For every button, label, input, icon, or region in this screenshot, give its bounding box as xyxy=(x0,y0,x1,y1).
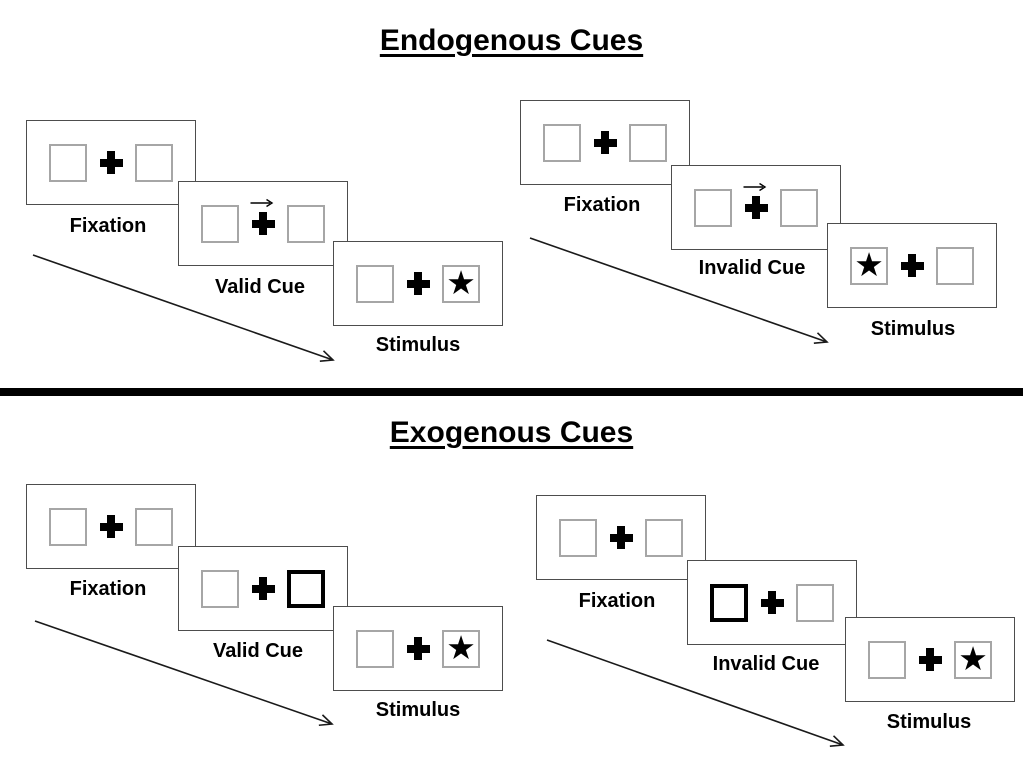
left-box xyxy=(201,204,239,243)
timeline-arrow-icon xyxy=(32,254,335,363)
left-box xyxy=(356,264,394,303)
fixation-cross xyxy=(250,198,276,236)
highlighted-left-box xyxy=(710,583,748,622)
left-box xyxy=(49,143,87,182)
fixation-panel xyxy=(26,484,196,569)
fixation-panel xyxy=(26,120,196,205)
fixation-cross xyxy=(405,637,431,661)
fixation-cross xyxy=(98,151,124,175)
left-box xyxy=(559,518,597,557)
plus-icon xyxy=(900,254,924,277)
stimulus-panel: ★ xyxy=(333,241,503,326)
right-box xyxy=(135,143,173,182)
plus-icon xyxy=(593,131,617,154)
star-icon: ★ xyxy=(446,628,476,667)
section-divider xyxy=(0,388,1023,396)
star-icon: ★ xyxy=(854,245,884,284)
valid-cue-panel xyxy=(178,181,348,266)
right-box: ★ xyxy=(442,263,480,303)
valid-cue-label: Valid Cue xyxy=(214,276,306,298)
plus-icon xyxy=(251,577,275,600)
highlighted-right-box xyxy=(287,569,325,608)
right-box xyxy=(287,204,325,243)
right-box xyxy=(645,518,683,557)
plus-icon xyxy=(99,515,123,538)
fixation-cross xyxy=(743,182,769,220)
stimulus-label: Stimulus xyxy=(375,334,461,356)
fixation-cross xyxy=(608,526,634,550)
star-icon: ★ xyxy=(958,639,988,678)
left-box xyxy=(201,569,239,608)
valid-cue-label: Valid Cue xyxy=(212,640,304,662)
right-box xyxy=(796,583,834,622)
fixation-cross xyxy=(98,515,124,539)
timeline-arrow-icon xyxy=(34,620,334,727)
valid-cue-panel xyxy=(178,546,348,631)
invalid-cue-panel xyxy=(671,165,841,250)
star-icon: ★ xyxy=(446,263,476,302)
stimulus-panel: ★ xyxy=(827,223,997,308)
right-box xyxy=(135,507,173,546)
fixation-label: Fixation xyxy=(69,578,147,600)
invalid-cue-label: Invalid Cue xyxy=(698,257,806,279)
plus-icon xyxy=(744,196,768,219)
plus-icon xyxy=(918,648,942,671)
fixation-label: Fixation xyxy=(563,194,641,216)
right-box xyxy=(936,246,974,285)
timeline-arrow-icon xyxy=(546,639,845,747)
fixation-label: Fixation xyxy=(69,215,147,237)
stimulus-label: Stimulus xyxy=(886,711,972,733)
right-arrow-icon xyxy=(250,198,274,207)
fixation-panel xyxy=(536,495,706,580)
fixation-label: Fixation xyxy=(578,590,656,612)
stimulus-label: Stimulus xyxy=(375,699,461,721)
plus-icon xyxy=(760,591,784,614)
plus-icon xyxy=(251,212,275,235)
right-box xyxy=(780,188,818,227)
invalid-cue-label: Invalid Cue xyxy=(712,653,820,675)
left-box xyxy=(868,640,906,679)
left-box: ★ xyxy=(850,245,888,285)
fixation-cross xyxy=(899,254,925,278)
plus-icon xyxy=(406,272,430,295)
left-box xyxy=(694,188,732,227)
plus-icon xyxy=(406,637,430,660)
fixation-cross xyxy=(917,648,943,672)
fixation-cross xyxy=(592,131,618,155)
stimulus-panel: ★ xyxy=(333,606,503,691)
exogenous-section-title: Exogenous Cues xyxy=(389,416,634,449)
fixation-cross xyxy=(250,577,276,601)
timeline-arrow-icon xyxy=(529,237,829,345)
right-arrow-icon xyxy=(743,182,767,191)
endogenous-section-title: Endogenous Cues xyxy=(379,24,644,57)
fixation-panel xyxy=(520,100,690,185)
fixation-cross xyxy=(405,272,431,296)
left-box xyxy=(543,123,581,162)
fixation-cross xyxy=(759,591,785,615)
invalid-cue-panel xyxy=(687,560,857,645)
stimulus-label: Stimulus xyxy=(870,318,956,340)
right-box: ★ xyxy=(442,628,480,668)
right-box: ★ xyxy=(954,639,992,679)
left-box xyxy=(49,507,87,546)
plus-icon xyxy=(99,151,123,174)
right-box xyxy=(629,123,667,162)
left-box xyxy=(356,629,394,668)
stimulus-panel: ★ xyxy=(845,617,1015,702)
plus-icon xyxy=(609,526,633,549)
